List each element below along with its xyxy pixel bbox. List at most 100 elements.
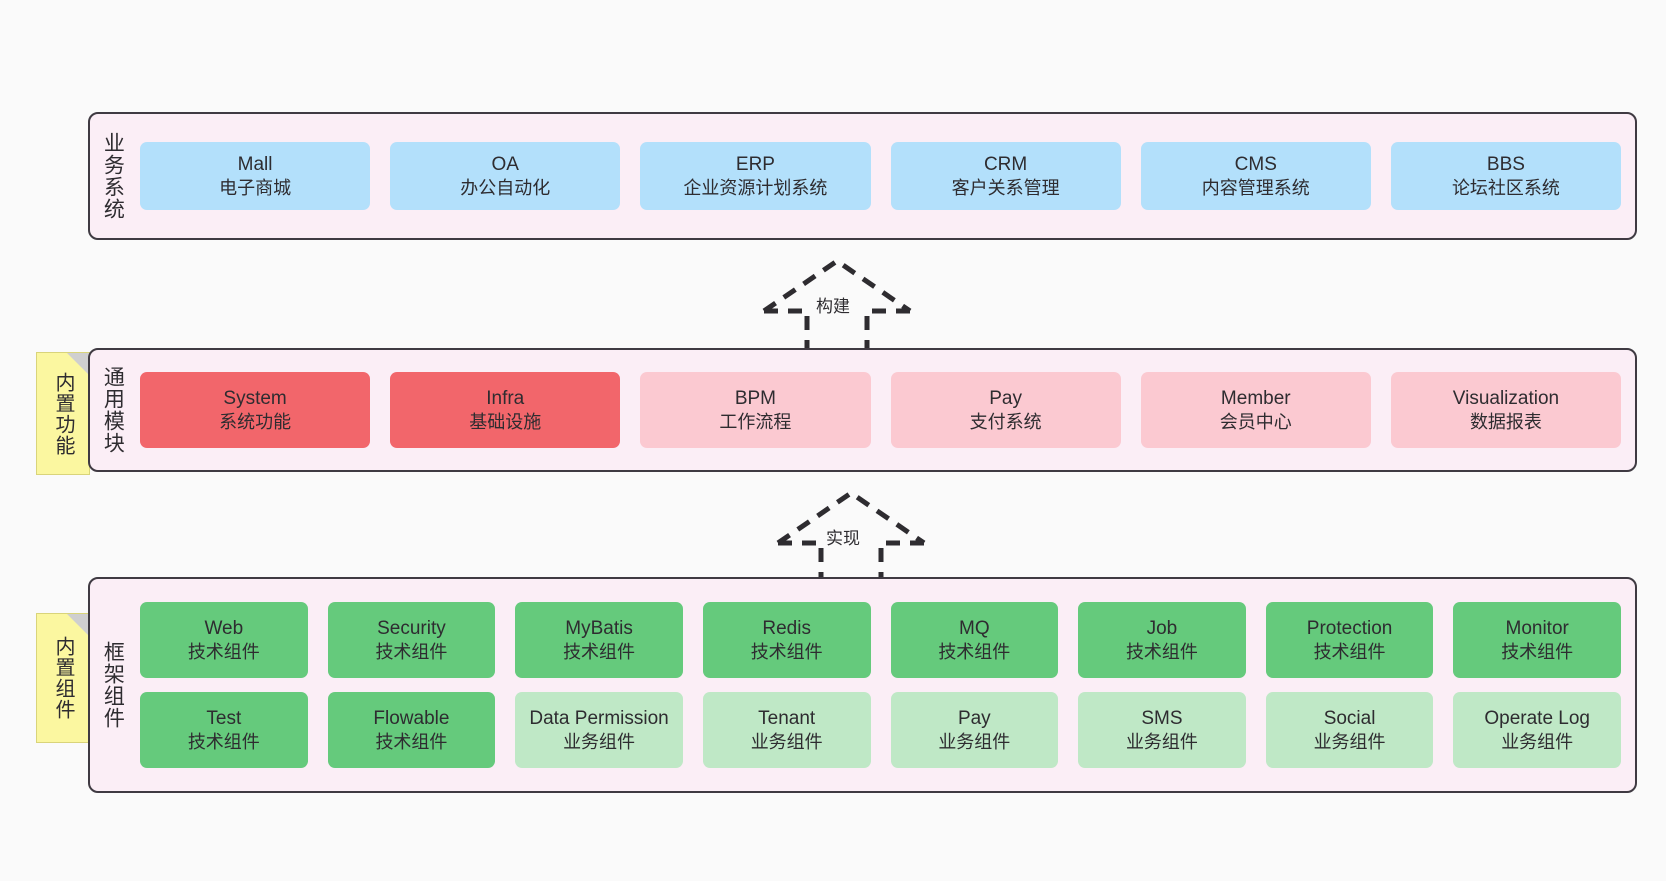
layer-framework-component: 框架组件 Web 技术组件 Security 技术组件 MyBatis 技术组件… [88, 577, 1637, 793]
component-box-bpm[interactable]: BPM 工作流程 [640, 372, 871, 448]
component-box-monitor[interactable]: Monitor 技术组件 [1453, 602, 1621, 678]
layer-body-business-system: Mall 电子商城 OA 办公自动化 ERP 企业资源计划系统 CRM 客户关系… [134, 114, 1635, 238]
layer-business-system: 业务系统 Mall 电子商城 OA 办公自动化 ERP 企业资源计划系统 CRM… [88, 112, 1637, 240]
component-name: Data Permission [529, 707, 669, 729]
layer-body-framework-component: Web 技术组件 Security 技术组件 MyBatis 技术组件 Redi… [134, 579, 1635, 791]
component-desc: 会员中心 [1219, 411, 1292, 432]
component-desc: 基础设施 [469, 411, 542, 432]
component-name: MyBatis [565, 617, 633, 639]
component-desc: 客户关系管理 [951, 177, 1060, 198]
component-box-sms[interactable]: SMS 业务组件 [1078, 692, 1246, 768]
layer-common-module: 通用模块 System 系统功能 Infra 基础设施 BPM 工作流程 Pay… [88, 348, 1637, 472]
component-name: Flowable [373, 707, 450, 729]
component-box-test[interactable]: Test 技术组件 [140, 692, 308, 768]
component-desc: 论坛社区系统 [1451, 177, 1560, 198]
sticky-note-builtin-component: 内置组件 [36, 613, 90, 743]
sticky-note-label: 内置功能 [52, 371, 74, 456]
component-name: Monitor [1505, 617, 1569, 639]
component-desc: 业务组件 [1125, 731, 1198, 752]
component-desc: 内容管理系统 [1201, 177, 1310, 198]
component-box-redis[interactable]: Redis 技术组件 [702, 602, 871, 678]
component-box-system[interactable]: System 系统功能 [140, 372, 371, 448]
component-desc: 数据报表 [1469, 411, 1542, 432]
folded-corner-icon [67, 614, 89, 636]
component-name: Job [1146, 617, 1178, 639]
component-name: BPM [734, 387, 777, 409]
component-box-security[interactable]: Security 技术组件 [327, 602, 496, 678]
layer-title-common-module: 通用模块 [101, 366, 125, 454]
component-desc: 电子商城 [219, 177, 292, 198]
component-name: OA [491, 153, 519, 175]
component-desc: 系统功能 [219, 411, 292, 432]
component-name: Security [377, 617, 446, 639]
connector-build-label: 构建 [816, 297, 850, 316]
component-name: Tenant [758, 707, 816, 729]
component-desc: 工作流程 [719, 411, 792, 432]
component-desc: 技术组件 [375, 641, 448, 662]
component-box-job[interactable]: Job 技术组件 [1078, 602, 1246, 678]
component-box-pay[interactable]: Pay 支付系统 [890, 372, 1121, 448]
component-box-cms[interactable]: CMS 内容管理系统 [1140, 142, 1371, 210]
component-box-mybatis[interactable]: MyBatis 技术组件 [515, 602, 683, 678]
component-name: MQ [959, 617, 990, 639]
component-desc: 技术组件 [1313, 641, 1386, 662]
component-box-crm[interactable]: CRM 客户关系管理 [890, 142, 1121, 210]
component-name: Mall [237, 153, 273, 175]
component-name: Protection [1306, 617, 1393, 639]
component-name: CRM [983, 153, 1028, 175]
component-desc: 技术组件 [938, 641, 1011, 662]
component-name: System [223, 387, 287, 409]
component-name: Visualization [1452, 387, 1560, 409]
component-box-social[interactable]: Social 业务组件 [1265, 692, 1434, 768]
component-box-bbs[interactable]: BBS 论坛社区系统 [1390, 142, 1622, 210]
component-box-mq[interactable]: MQ 技术组件 [890, 602, 1059, 678]
component-box-visualization[interactable]: Visualization 数据报表 [1390, 372, 1622, 448]
component-box-operate-log[interactable]: Operate Log 业务组件 [1453, 692, 1621, 768]
component-desc: 技术组件 [1501, 641, 1574, 662]
component-name: Web [204, 617, 244, 639]
component-row: System 系统功能 Infra 基础设施 BPM 工作流程 Pay 支付系统… [140, 372, 1622, 448]
component-name: Test [206, 707, 242, 729]
component-desc: 企业资源计划系统 [683, 177, 828, 198]
component-box-flowable[interactable]: Flowable 技术组件 [327, 692, 496, 768]
component-name: Redis [762, 617, 811, 639]
component-desc: 技术组件 [1125, 641, 1198, 662]
component-desc: 业务组件 [1501, 731, 1574, 752]
component-box-tenant[interactable]: Tenant 业务组件 [702, 692, 871, 768]
component-desc: 支付系统 [969, 411, 1042, 432]
component-box-web[interactable]: Web 技术组件 [140, 602, 308, 678]
component-box-erp[interactable]: ERP 企业资源计划系统 [640, 142, 871, 210]
component-name: ERP [735, 153, 775, 175]
component-box-protection[interactable]: Protection 技术组件 [1265, 602, 1434, 678]
connector-implement-label: 实现 [826, 529, 860, 548]
layer-body-common-module: System 系统功能 Infra 基础设施 BPM 工作流程 Pay 支付系统… [134, 350, 1635, 470]
component-desc: 业务组件 [1313, 731, 1386, 752]
component-desc: 办公自动化 [460, 177, 551, 198]
component-desc: 技术组件 [750, 641, 823, 662]
component-box-oa[interactable]: OA 办公自动化 [390, 142, 621, 210]
component-box-mall[interactable]: Mall 电子商城 [140, 142, 371, 210]
component-row: Test 技术组件 Flowable 技术组件 Data Permission … [140, 692, 1621, 768]
component-desc: 业务组件 [563, 731, 636, 752]
component-name: Social [1323, 707, 1376, 729]
component-name: Pay [957, 707, 991, 729]
sticky-note-builtin-function: 内置功能 [36, 352, 90, 475]
component-desc: 技术组件 [563, 641, 636, 662]
component-name: BBS [1486, 153, 1525, 175]
component-name: SMS [1141, 707, 1183, 729]
component-box-infra[interactable]: Infra 基础设施 [390, 372, 621, 448]
component-desc: 技术组件 [187, 641, 260, 662]
component-name: Operate Log [1484, 707, 1590, 729]
component-desc: 业务组件 [938, 731, 1011, 752]
component-name: Member [1220, 387, 1291, 409]
layer-title-business-system: 业务系统 [101, 132, 125, 220]
component-box-member[interactable]: Member 会员中心 [1140, 372, 1371, 448]
component-box-pay-business[interactable]: Pay 业务组件 [890, 692, 1059, 768]
component-desc: 技术组件 [375, 731, 448, 752]
component-desc: 技术组件 [187, 731, 260, 752]
layer-title-framework-component: 框架组件 [101, 641, 125, 729]
component-box-data-permission[interactable]: Data Permission 业务组件 [515, 692, 683, 768]
component-desc: 业务组件 [750, 731, 823, 752]
folded-corner-icon [67, 353, 89, 375]
